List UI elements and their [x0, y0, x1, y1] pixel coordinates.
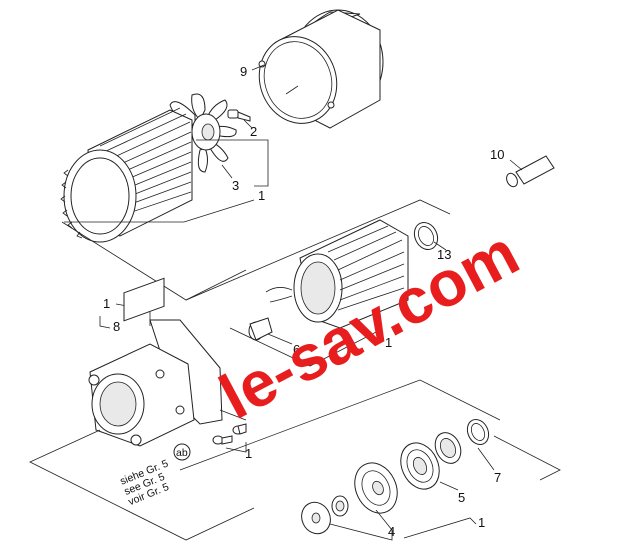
cover-cylinder	[258, 9, 384, 129]
label-2: 2	[250, 124, 257, 139]
label-1-fan-assembly: 1	[258, 188, 265, 203]
reference-badge: ab	[173, 443, 191, 461]
ring-part-7	[466, 418, 490, 446]
label-1-stator: 1	[385, 335, 392, 350]
pulley-assembly-part-4	[301, 462, 398, 535]
label-8: 8	[113, 319, 120, 334]
screw-part-2	[227, 109, 251, 122]
grease-tube	[506, 155, 555, 188]
ring-part-13	[413, 221, 439, 251]
label-1-top-left: 1	[103, 296, 110, 311]
label-1-bottom: 1	[478, 515, 485, 530]
bearing-part-5	[400, 442, 440, 490]
label-7: 7	[494, 470, 501, 485]
label-3: 3	[232, 178, 239, 193]
reference-note: siehe Gr. 5 see Gr. 5 voir Gr. 5	[118, 457, 170, 508]
label-5: 5	[458, 490, 465, 505]
label-6: 6	[293, 342, 300, 357]
pump-housing	[88, 277, 223, 447]
label-13: 13	[437, 247, 451, 262]
label-10: 10	[490, 147, 504, 162]
label-9: 9	[240, 64, 247, 79]
label-1-housing: 1	[245, 446, 252, 461]
finned-motor-body	[60, 107, 193, 243]
label-4: 4	[388, 524, 395, 539]
badge-ab: ab	[176, 447, 188, 459]
seal-ring	[434, 432, 462, 464]
stator-winding	[265, 219, 409, 329]
housing-screws	[212, 423, 247, 445]
fan-impeller	[169, 93, 237, 173]
